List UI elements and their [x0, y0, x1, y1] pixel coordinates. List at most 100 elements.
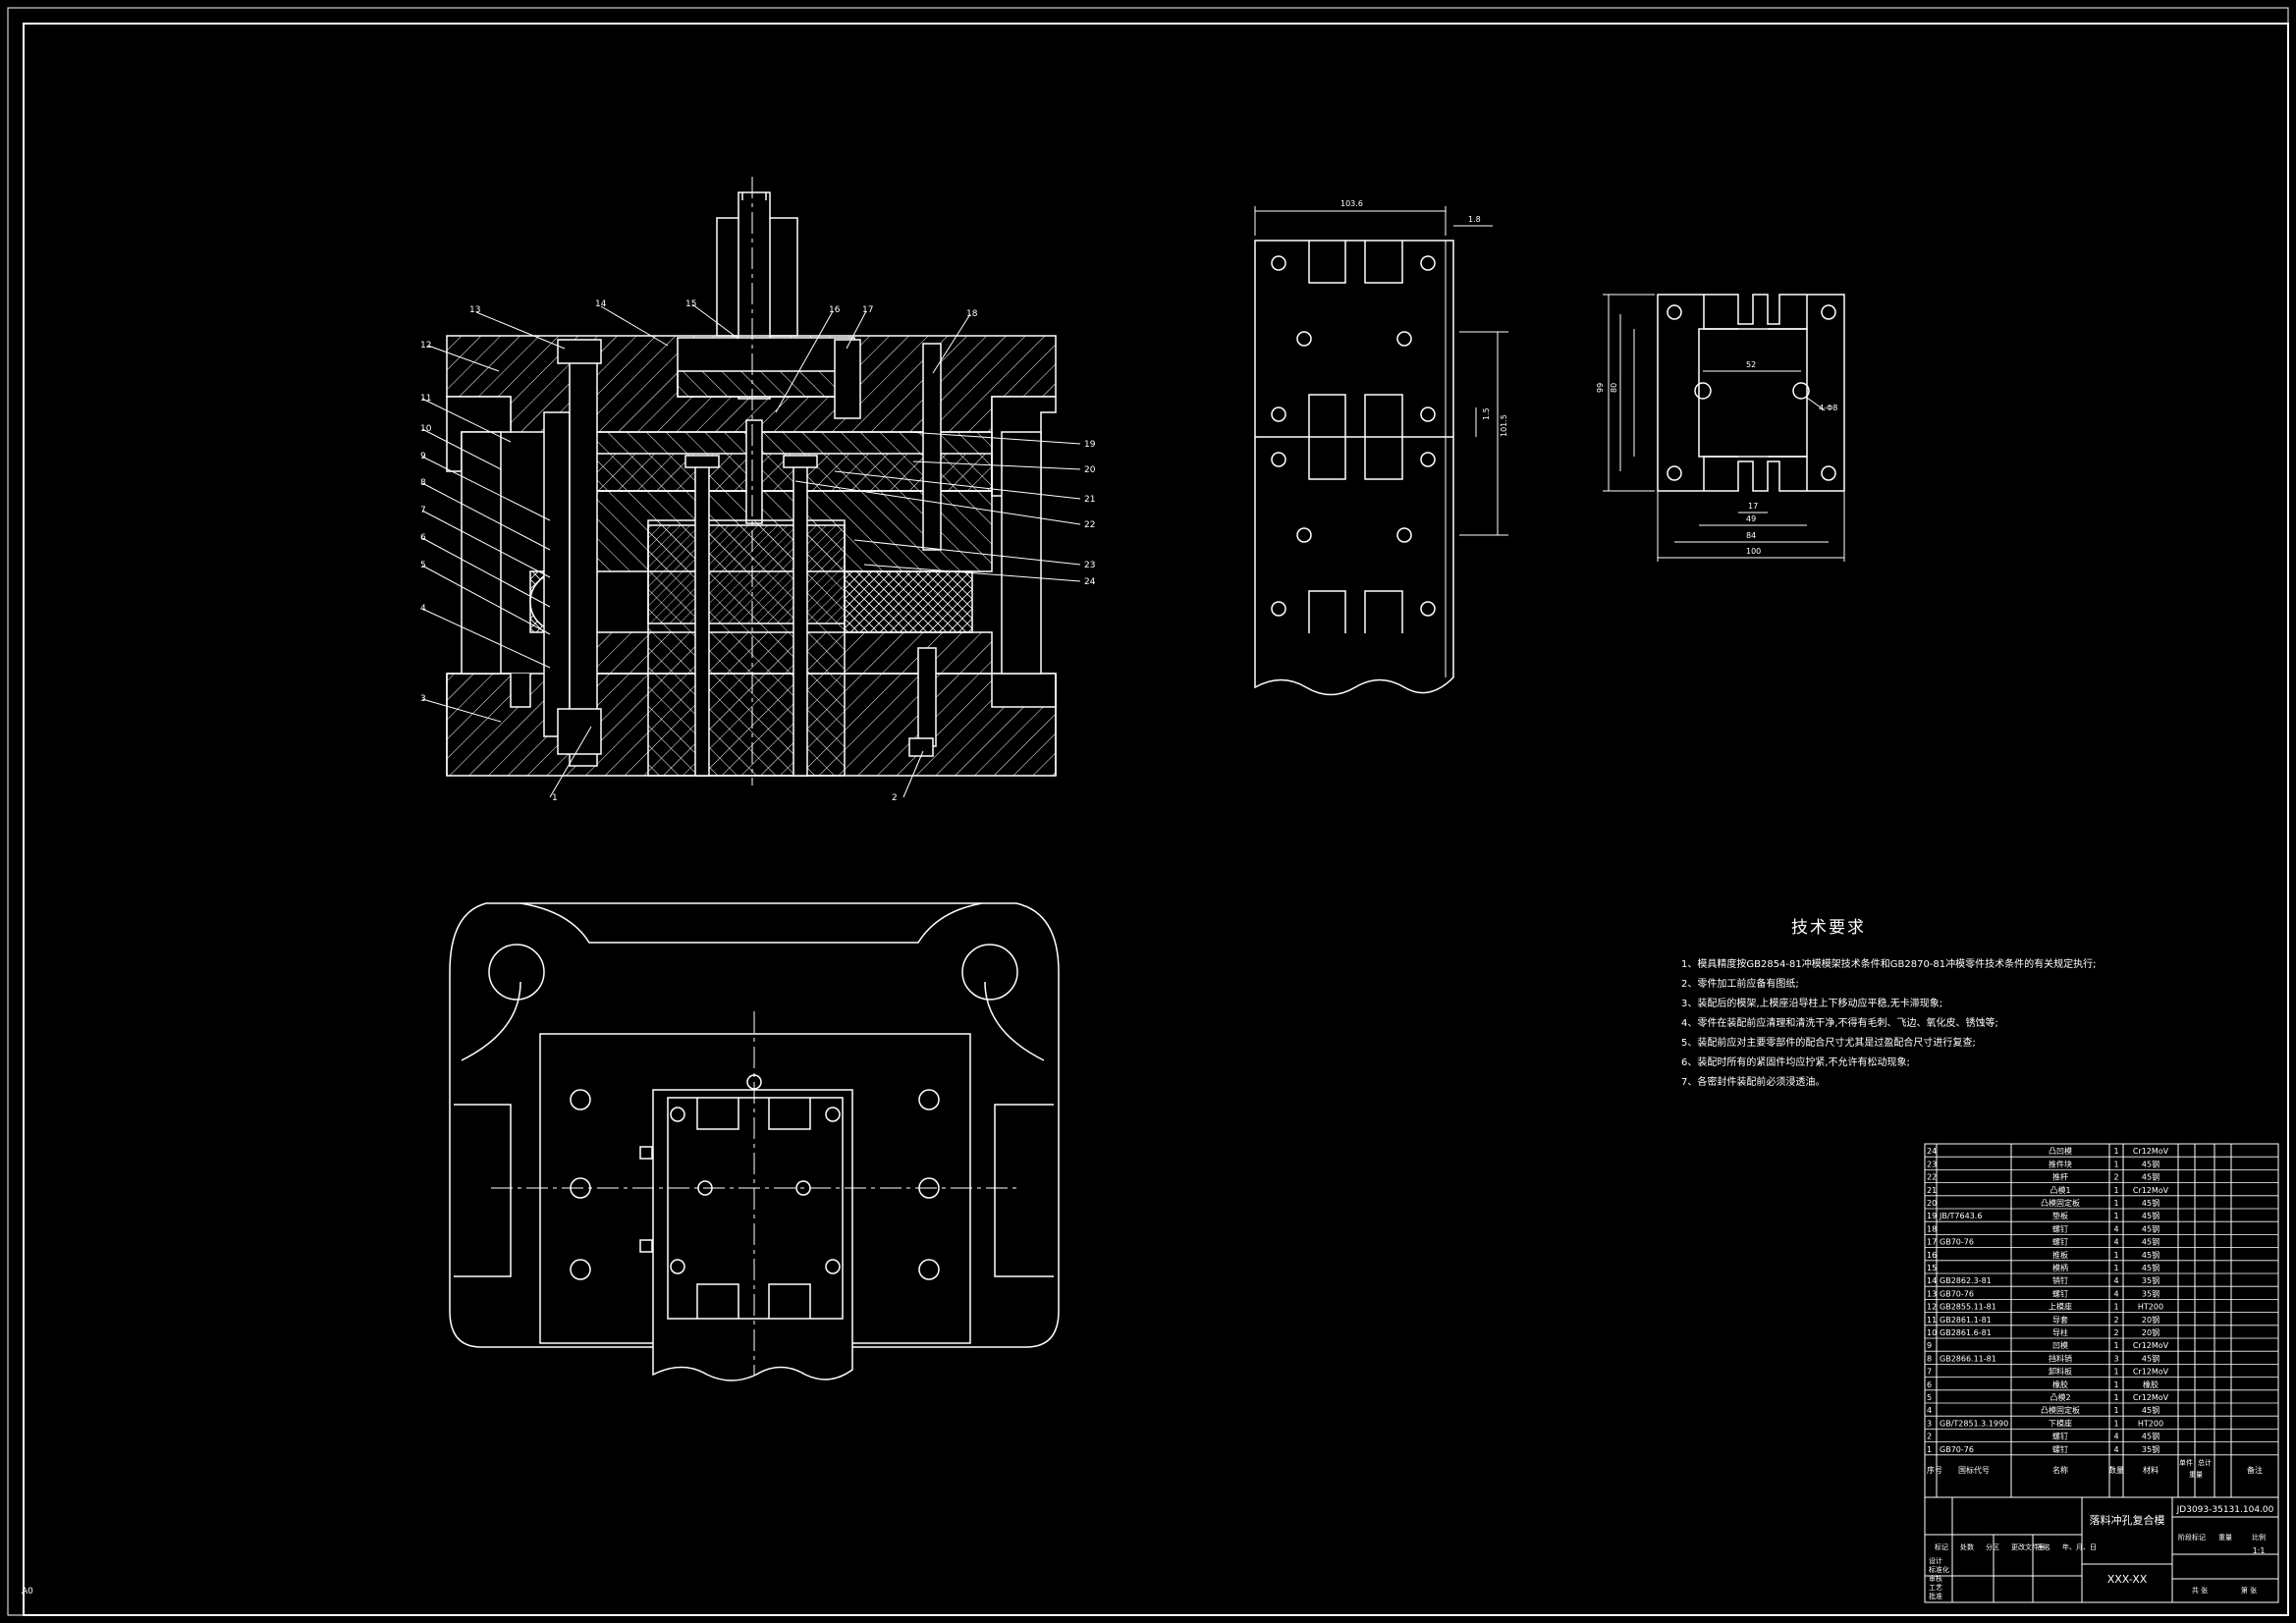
bom-material: 45钢	[2142, 1353, 2159, 1363]
bom-header-number: 序号	[1927, 1465, 1942, 1475]
part-callout-4: 4	[420, 604, 426, 614]
bom-header-qty: 数量	[2108, 1465, 2124, 1475]
bom-part-name: 橡胶	[2052, 1380, 2068, 1389]
part-callout-15: 15	[685, 299, 696, 309]
part-callout-3: 3	[420, 694, 426, 704]
bom-quantity: 1	[2113, 1380, 2118, 1389]
bom-item-number: 5	[1927, 1393, 1932, 1402]
strip-dimension: 103.6	[1340, 199, 1363, 208]
bom-header-weight: 重量	[2189, 1471, 2203, 1479]
bom-material: Cr12MoV	[2133, 1393, 2169, 1402]
bom-quantity: 3	[2113, 1354, 2118, 1363]
bom-standard-code: GB2855.11-81	[1940, 1303, 1996, 1312]
title-block: JD3093-35131.104.00落料冲孔复合模XXX-XX阶段标记重量比例…	[1929, 1505, 2274, 1600]
bom-item-number: 15	[1927, 1264, 1937, 1272]
part-callout-23: 23	[1084, 561, 1095, 570]
bom-item-number: 1	[1927, 1445, 1932, 1454]
drawing-number: JD3093-35131.104.00	[2176, 1505, 2274, 1515]
revision-label: 处数	[1960, 1542, 1974, 1551]
bom-quantity: 1	[2113, 1160, 2118, 1168]
bom-quantity: 2	[2113, 1173, 2118, 1182]
part-callout-1: 1	[552, 793, 558, 803]
sheet-size-label: A0	[22, 1587, 33, 1596]
revision-label: 分区	[1986, 1542, 1999, 1551]
bom-header-unit-weight: 单件	[2179, 1458, 2193, 1467]
bom-quantity: 1	[2113, 1212, 2118, 1220]
bom-material: HT200	[2138, 1419, 2163, 1428]
bom-material: 45钢	[2142, 1211, 2159, 1220]
bom-item-number: 6	[1927, 1380, 1932, 1389]
bom-part-name: 凸模固定板	[2041, 1198, 2080, 1208]
bom-part-name: 导套	[2052, 1315, 2068, 1325]
bom-material: 20钢	[2142, 1315, 2159, 1325]
drawing-scale: 1:1	[2253, 1546, 2266, 1555]
revision-label: 标记	[1935, 1542, 1948, 1551]
bom-item-number: 18	[1927, 1224, 1937, 1233]
tech-requirement-item: 7、各密封件装配前必须浸透油。	[1681, 1077, 1826, 1088]
bom-part-name: 挡料销	[2049, 1353, 2072, 1363]
part-dimension: 52	[1746, 360, 1756, 369]
part-callout-6: 6	[420, 533, 426, 543]
bom-material: 45钢	[2142, 1250, 2159, 1260]
bom-quantity: 4	[2113, 1289, 2118, 1298]
part-callout-20: 20	[1084, 465, 1096, 475]
bom-part-name: 螺钉	[2052, 1444, 2068, 1454]
bom-part-name: 凸凹模	[2049, 1146, 2072, 1156]
bom-part-name: 凸模1	[2050, 1185, 2070, 1195]
bom-item-number: 20	[1927, 1199, 1937, 1208]
tech-requirement-item: 3、装配后的模架,上模座沿导柱上下移动应平稳,无卡滞现象;	[1681, 999, 1943, 1009]
bom-quantity: 1	[2113, 1251, 2118, 1260]
bom-material: 35钢	[2142, 1444, 2159, 1454]
part-callout-12: 12	[420, 341, 431, 351]
tech-requirement-item: 4、零件在装配前应清理和清洗干净,不得有毛刺、飞边、氧化皮、锈蚀等;	[1681, 1018, 1998, 1029]
bom-material: 45钢	[2142, 1159, 2159, 1168]
bom-part-name: 模柄	[2052, 1263, 2068, 1272]
part-callout-9: 9	[420, 452, 426, 461]
technical-requirements: 技术要求 1、模具精度按GB2854-81冲模模架技术条件和GB2870-81冲…	[1681, 913, 2192, 1093]
bom-material: 45钢	[2142, 1198, 2159, 1208]
strip-dimension: 1.5	[1482, 407, 1491, 420]
bom-quantity: 1	[2113, 1406, 2118, 1415]
part-callout-21: 21	[1084, 495, 1095, 505]
bom-part-name: 卸料板	[2049, 1367, 2072, 1377]
stage-label: 重量	[2218, 1534, 2232, 1542]
revision-label: 年、月、日	[2062, 1542, 2097, 1551]
part-callout-10: 10	[420, 424, 432, 434]
bom-part-name: 销钉	[2052, 1275, 2068, 1285]
bom-material: HT200	[2138, 1303, 2163, 1312]
bom-item-number: 12	[1927, 1303, 1937, 1312]
bom-item-number: 17	[1927, 1238, 1937, 1247]
role-label: 设计	[1929, 1556, 1942, 1565]
bom-quantity: 1	[2113, 1186, 2118, 1195]
bom-item-number: 10	[1927, 1328, 1937, 1337]
bom-material: 35钢	[2142, 1288, 2159, 1298]
bom-item-number: 24	[1927, 1147, 1937, 1156]
bom-material: Cr12MoV	[2133, 1186, 2169, 1195]
bom-item-number: 9	[1927, 1341, 1932, 1350]
role-label: 审核	[1929, 1574, 1942, 1583]
bom-header-material: 材料	[2143, 1465, 2159, 1475]
part-callout-2: 2	[892, 793, 898, 803]
bom-part-name: 下模座	[2049, 1418, 2072, 1428]
bom-item-number: 13	[1927, 1289, 1937, 1298]
part-callout-8: 8	[420, 478, 426, 488]
part-callout-13: 13	[469, 305, 480, 315]
bom-header-remark: 备注	[2247, 1465, 2263, 1475]
bom-standard-code: GB2861.1-81	[1940, 1316, 1992, 1325]
company-name: XXX-XX	[2107, 1573, 2148, 1586]
bom-quantity: 1	[2113, 1393, 2118, 1402]
bom-quantity: 4	[2113, 1276, 2118, 1285]
part-callout-17: 17	[862, 305, 873, 315]
bom-quantity: 1	[2113, 1419, 2118, 1428]
inner-border	[23, 23, 2289, 1616]
bom-material: Cr12MoV	[2133, 1368, 2169, 1377]
bom-item-number: 14	[1927, 1276, 1937, 1285]
bom-part-name: 凸模2	[2050, 1392, 2070, 1402]
bom-quantity: 4	[2113, 1445, 2118, 1454]
bom-quantity: 1	[2113, 1264, 2118, 1272]
bom-item-number: 4	[1927, 1406, 1932, 1415]
bom-part-name: 上模座	[2049, 1302, 2072, 1312]
bom-quantity: 4	[2113, 1224, 2118, 1233]
